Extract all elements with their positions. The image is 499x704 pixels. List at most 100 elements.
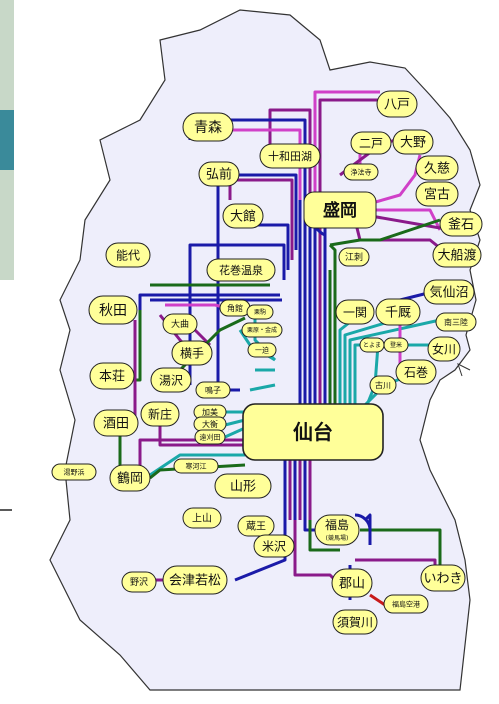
stop-kurikoma: 栗駒 — [246, 304, 274, 320]
stop-badge — [89, 362, 135, 390]
stop-label: 登米 — [390, 341, 402, 349]
stop-label: 久慈 — [424, 162, 450, 177]
route-line-aomori — [215, 128, 302, 200]
stop-label: 一関 — [343, 305, 367, 319]
stop-label: とよま — [363, 342, 381, 349]
stop-label: 山形 — [230, 480, 256, 495]
stop-badge — [350, 131, 392, 155]
stop-label: 能代 — [116, 248, 140, 262]
route-line-kamaishi — [329, 218, 441, 247]
stop-label: 二戸 — [359, 136, 383, 150]
stop-naruko: 鳴子 — [195, 381, 231, 399]
stop-toyoma: 登米 — [383, 337, 409, 353]
stop-kesennuma: 気仙沼 — [423, 279, 475, 305]
stop-label: 須賀川 — [337, 615, 373, 629]
stop-hanamaki: 花巻温泉 — [206, 258, 276, 282]
stop-shinjo: 新庄 — [140, 401, 180, 427]
stop-badge — [88, 295, 138, 325]
route-line-naruko — [249, 383, 276, 392]
route-line-iwaki — [360, 528, 442, 575]
stop-badge — [392, 129, 434, 155]
fukushima-loop-line — [354, 513, 372, 531]
stop-label: 八戸 — [384, 98, 410, 113]
stop-label: 江刺 — [345, 252, 363, 263]
stop-badge — [376, 90, 418, 118]
route-line-ohira — [224, 418, 246, 427]
stop-badge — [432, 242, 482, 268]
route-line-hanamaki — [328, 243, 337, 410]
stop-aomori: 青森 — [182, 112, 234, 142]
stop-ichinoseki: 一関 — [335, 299, 375, 325]
stop-label: 古川 — [375, 380, 391, 390]
stop-badge — [182, 112, 234, 142]
stop-zao: 蔵王 — [237, 515, 275, 537]
stop-yamagata: 山形 — [214, 473, 272, 499]
stop-label: 石巻 — [404, 365, 428, 379]
stop-ichihasama: 一迫 — [247, 342, 277, 358]
route-line-shinjo — [158, 420, 245, 447]
stop-label: 浄法寺 — [351, 168, 372, 177]
stop-labels: 八戸青森十和田湖二戸大野浄法寺久慈弘前盛岡宮古大館釜石江刺大船渡能代花巻温泉気仙… — [51, 90, 483, 635]
stop-badge — [173, 458, 219, 474]
stop-badge — [237, 515, 275, 537]
stop-miyako: 宮古 — [415, 181, 459, 207]
stop-fukushima-airport: 福島空港 — [383, 594, 429, 614]
route-line-akita — [138, 293, 280, 310]
stop-badge — [241, 322, 283, 338]
stop-ohira: 大衡 — [193, 416, 227, 432]
stop-badge — [343, 163, 379, 181]
stop-senmaya: 千厩 — [375, 298, 421, 326]
stop-badge — [247, 342, 277, 358]
stop-label: 宮古 — [424, 187, 450, 203]
stop-label: 大野 — [400, 136, 426, 151]
stop-label: 米沢 — [262, 539, 286, 553]
stop-badge — [435, 312, 477, 332]
stop-kahoku: 寒河江 — [173, 458, 219, 474]
stop-badge — [335, 299, 375, 325]
stop-label: 上山 — [192, 513, 212, 525]
route-line-fukushima — [308, 520, 340, 552]
stop-badge — [162, 565, 228, 595]
stop-yonezawa: 米沢 — [253, 534, 295, 558]
stop-tsunogawa: 遠刈田 — [194, 429, 226, 445]
stop-sublabel: (競馬場) — [326, 534, 349, 542]
stop-iwaki: いわき — [420, 564, 466, 592]
stop-joboji: 浄法寺 — [343, 163, 379, 181]
stop-badge — [109, 464, 151, 492]
stop-badge — [427, 336, 461, 362]
stop-minamisanriku: 南三陸 — [435, 312, 477, 332]
stop-label: 湯沢 — [159, 373, 183, 387]
stop-label: 大館 — [230, 210, 256, 225]
stop-label: 加美 — [202, 407, 218, 417]
stop-badge — [51, 463, 97, 481]
stop-hachinohe: 八戸 — [376, 90, 418, 118]
stop-kuji: 久慈 — [415, 155, 459, 181]
stop-ofunato: 大船渡 — [432, 242, 482, 268]
stop-omagari: 大曲 — [162, 313, 198, 335]
stop-label: 新庄 — [148, 406, 172, 421]
stop-badge — [150, 367, 192, 393]
route-line-aizu — [234, 520, 287, 582]
stop-badge — [423, 279, 475, 305]
stop-kamaishi: 釜石 — [439, 211, 483, 237]
stop-label: 本荘 — [99, 370, 125, 385]
route-line-hirosaki — [228, 178, 294, 260]
stop-aizu: 会津若松 — [162, 565, 228, 595]
stop-badge — [383, 594, 429, 614]
stop-badge — [415, 181, 459, 207]
stop-hirosaki: 弘前 — [198, 161, 240, 187]
stop-yokote: 横手 — [171, 340, 213, 366]
edge-photo-accent — [0, 110, 14, 170]
route-line-tsunogawa — [224, 426, 246, 439]
stop-badge — [206, 258, 276, 282]
stop-label: 仙台 — [293, 420, 333, 444]
stop-badge — [369, 375, 397, 395]
stop-label: 郡山 — [339, 577, 365, 592]
stop-kaminoyama: 上山 — [182, 507, 222, 529]
stop-label: 会津若松 — [169, 573, 221, 589]
stop-label: 秋田 — [99, 303, 127, 319]
stop-furukawa: 古川 — [369, 375, 397, 395]
route-line-kahoku — [149, 453, 245, 477]
